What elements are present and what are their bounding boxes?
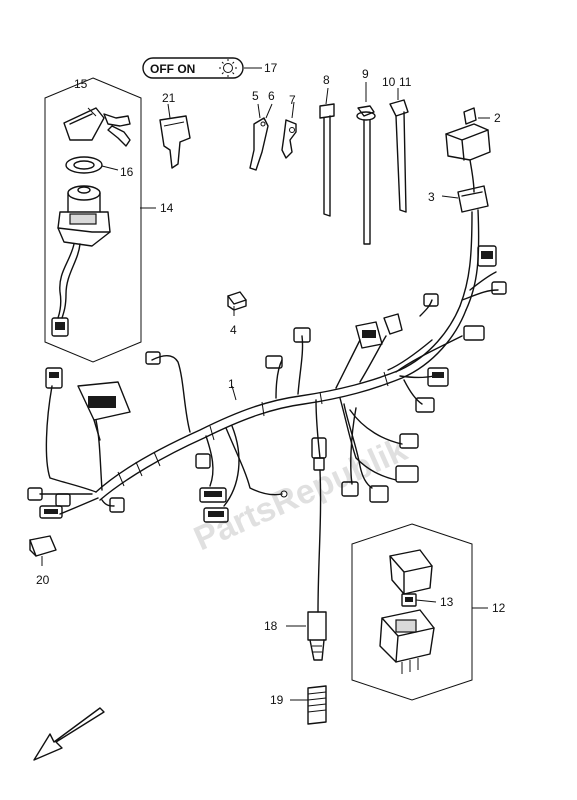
key-part — [159, 115, 191, 169]
fuse-holder-part — [445, 123, 491, 193]
callout-2: 2 — [494, 111, 501, 125]
callout-19: 19 — [270, 693, 284, 707]
main-wiring-harness — [39, 209, 499, 613]
clamp-part-7 — [281, 119, 297, 159]
callout-1: 1 — [228, 377, 235, 391]
callout-3: 3 — [428, 190, 435, 204]
connector-part-4 — [227, 291, 247, 311]
callout-15: 15 — [74, 77, 88, 91]
oxygen-sensor-part — [307, 611, 327, 661]
clamp-part-5-6 — [249, 117, 269, 171]
callout-21: 21 — [162, 91, 176, 105]
connector-part-3 — [457, 185, 489, 213]
relay-group — [351, 523, 473, 701]
off-on-switch-label: OFF ON — [142, 57, 244, 79]
svg-text:OFF ON: OFF ON — [150, 62, 195, 76]
callout-7: 7 — [289, 93, 296, 107]
watermark: PartsRepublik — [188, 430, 412, 558]
callout-12: 12 — [492, 601, 506, 615]
fuse-part-2 — [463, 107, 477, 125]
ignition-switch-group — [44, 77, 142, 363]
boot-part-19 — [307, 685, 327, 725]
direction-arrow-icon — [33, 707, 105, 761]
callout-18: 18 — [264, 619, 278, 633]
callout-labels: 17 15 16 14 21 5 6 7 8 9 10 11 2 3 4 1 2… — [36, 61, 506, 707]
callout-14: 14 — [160, 201, 174, 215]
callout-4: 4 — [230, 323, 237, 337]
light-icon — [219, 59, 237, 77]
callout-8: 8 — [323, 73, 330, 87]
ring-nut-part — [65, 156, 103, 174]
callout-17: 17 — [264, 61, 278, 75]
callout-6: 6 — [268, 89, 275, 103]
ignition-switch-body — [51, 185, 111, 337]
cable-tie-10-11 — [389, 99, 409, 213]
callout-5: 5 — [252, 89, 259, 103]
connector-part-20 — [29, 535, 57, 557]
harness-connectors — [27, 245, 507, 523]
callout-13: 13 — [440, 595, 454, 609]
leader-lines — [41, 67, 490, 701]
callout-10: 10 — [382, 75, 396, 89]
callout-16: 16 — [120, 165, 134, 179]
callout-20: 20 — [36, 573, 50, 587]
callout-11: 11 — [399, 75, 412, 89]
key-cover-part — [63, 107, 131, 147]
cable-tie-9 — [356, 105, 376, 245]
callout-9: 9 — [362, 67, 369, 81]
cable-tie-8 — [319, 103, 335, 217]
